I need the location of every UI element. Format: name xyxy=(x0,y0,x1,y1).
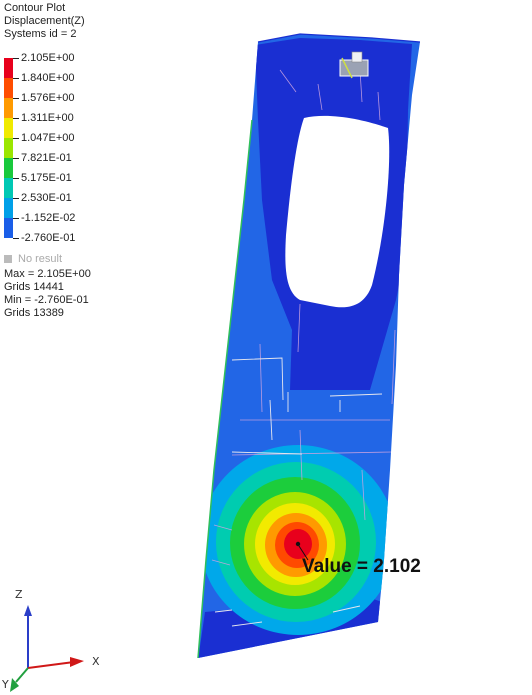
triad-z-label: Z xyxy=(15,588,23,601)
legend-title: Contour Plot xyxy=(4,2,66,14)
legend-system: Systems id = 2 xyxy=(4,28,77,40)
scale-label: 1.311E+00 xyxy=(21,112,74,124)
max-grid: Grids 14441 xyxy=(4,281,64,293)
triad-y-label: Y xyxy=(2,678,9,691)
scale-tick xyxy=(13,138,19,139)
scale-label: 1.840E+00 xyxy=(21,72,75,84)
scale-band-7 xyxy=(4,198,13,218)
scale-tick xyxy=(13,58,19,59)
no-result-indicator: No result xyxy=(4,253,62,265)
scale-band-6 xyxy=(4,178,13,198)
scale-band-5 xyxy=(4,158,13,178)
scale-band-8 xyxy=(4,218,13,238)
scale-tick xyxy=(13,158,19,159)
scale-band-2 xyxy=(4,98,13,118)
value-annotation: Value = 2.102 xyxy=(302,556,421,577)
scale-label: 1.047E+00 xyxy=(21,132,75,144)
contour-stats: Max = 2.105E+00 Grids 14441 Min = -2.760… xyxy=(4,268,91,320)
scale-tick xyxy=(13,198,19,199)
triad-x-label: X xyxy=(92,655,100,668)
scale-tick xyxy=(13,178,19,179)
scale-band-4 xyxy=(4,138,13,158)
scale-tick xyxy=(13,98,19,99)
no-result-swatch xyxy=(4,255,12,263)
scale-tick xyxy=(13,218,19,219)
annotation-leader xyxy=(298,545,309,561)
scale-tick xyxy=(13,238,19,239)
contour-legend-header: Contour Plot Displacement(Z) Systems id … xyxy=(4,2,85,41)
scale-label: -1.152E-02 xyxy=(21,212,76,224)
legend-result-type: Displacement(Z) xyxy=(4,15,85,27)
scale-label: 2.105E+00 xyxy=(21,52,75,64)
scale-band-0 xyxy=(4,58,13,78)
scale-label: 2.530E-01 xyxy=(21,192,72,204)
max-node-marker[interactable] xyxy=(295,541,301,547)
scale-tick xyxy=(13,78,19,79)
max-value: Max = 2.105E+00 xyxy=(4,268,91,280)
scale-label: 7.821E-01 xyxy=(21,152,72,164)
scale-label: 5.175E-01 xyxy=(21,172,72,184)
scale-tick xyxy=(13,118,19,119)
scale-band-3 xyxy=(4,118,13,138)
scale-label: -2.760E-01 xyxy=(21,232,76,244)
part-top-edge xyxy=(257,33,421,43)
coordinate-triad xyxy=(10,605,84,692)
part-edge-line xyxy=(197,119,253,659)
b-pillar-part[interactable] xyxy=(190,30,430,670)
min-grid: Grids 13389 xyxy=(4,307,64,319)
scale-band-1 xyxy=(4,78,13,98)
scale-label: 1.576E+00 xyxy=(21,92,75,104)
min-value: Min = -2.760E-01 xyxy=(4,294,89,306)
no-result-label: No result xyxy=(18,253,63,265)
